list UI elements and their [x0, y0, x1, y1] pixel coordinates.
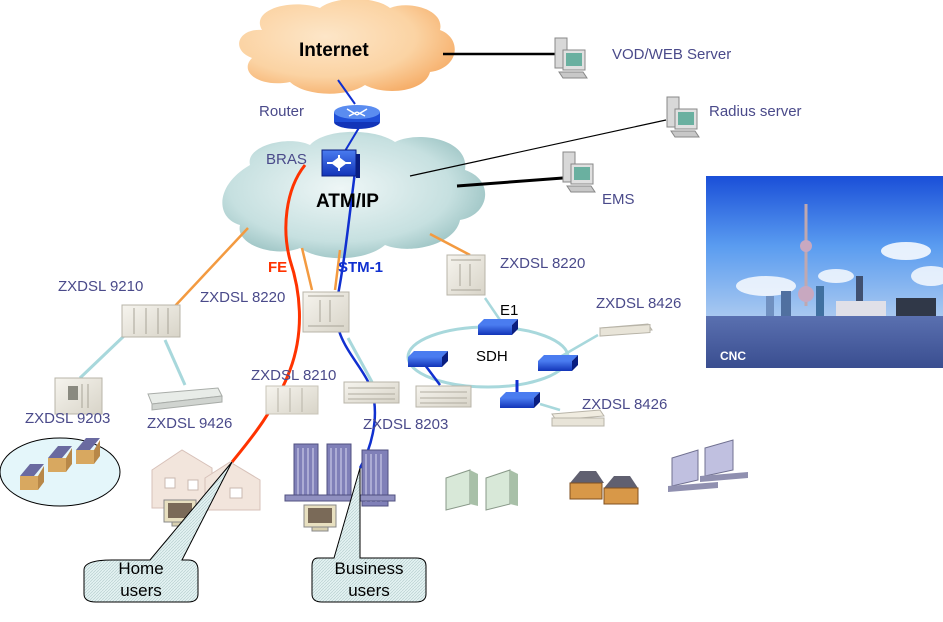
zxdsl-8203-device-icon-a[interactable]	[343, 381, 400, 404]
photo-caption: CNC	[720, 349, 746, 363]
zxdsl-8210-device-icon[interactable]	[265, 385, 319, 415]
zxdsl-8426-top-device-icon[interactable]	[599, 323, 653, 337]
zxdsl-9203-device-icon[interactable]	[54, 377, 103, 415]
ems-server-icon[interactable]	[562, 151, 596, 193]
router-icon[interactable]	[334, 105, 380, 129]
vod-web-server-icon[interactable]	[554, 37, 588, 79]
business-users-line2: users	[348, 581, 390, 600]
residential-cluster-icon	[0, 437, 121, 507]
fe-link	[230, 164, 307, 463]
link-sdh-8203	[424, 364, 441, 386]
business-users-text: Business users	[312, 558, 426, 602]
sdh-label: SDH	[476, 348, 508, 365]
city-skyline-photo: CNC	[706, 176, 943, 368]
link-sdh-8426-top	[559, 333, 599, 359]
atm-ip-cloud	[222, 131, 486, 259]
atm-ip-label: ATM/IP	[316, 191, 379, 212]
zxdsl-8203-label: ZXDSL 8203	[363, 416, 449, 433]
link-core-9210	[174, 227, 249, 307]
high-rise-buildings-icon	[668, 439, 748, 492]
business-users-line1: Business	[334, 559, 404, 578]
home-users-text: Home users	[84, 558, 198, 602]
zxdsl-9210-device-icon[interactable]	[121, 304, 181, 338]
link-9210-9203	[78, 333, 127, 380]
cottages-icon	[569, 471, 639, 505]
link-9210-9426	[163, 339, 187, 386]
zxdsl-8220-right-device-icon[interactable]	[446, 254, 486, 296]
link-core-8220-left-a	[300, 247, 314, 291]
zxdsl-8426-bottom-label: ZXDSL 8426	[582, 396, 668, 413]
home-users-callout	[83, 461, 233, 603]
link-sdh-8426-bottom	[539, 402, 561, 412]
zxdsl-8220-right-label: ZXDSL 8220	[500, 255, 586, 272]
home-users-line1: Home	[118, 559, 164, 578]
home-house-icon	[151, 449, 261, 511]
business-video-monitor-icon	[303, 504, 337, 532]
stm1-link	[334, 171, 377, 469]
vod-web-server-label: VOD/WEB Server	[612, 46, 732, 63]
link-ems	[456, 176, 564, 188]
zxdsl-8210-label: ZXDSL 8210	[251, 367, 337, 384]
radius-server-icon[interactable]	[666, 96, 700, 138]
link-internet-router	[337, 79, 356, 105]
sdh-node-left-icon[interactable]	[408, 351, 448, 367]
bras-switch-icon[interactable]	[321, 149, 360, 178]
home-users-line2: users	[120, 581, 162, 600]
router-label: Router	[259, 103, 305, 120]
bras-label: BRAS	[266, 151, 307, 168]
radius-server-label: Radius server	[709, 103, 802, 120]
zxdsl-9426-device-icon[interactable]	[147, 387, 223, 411]
internet-label: Internet	[299, 40, 369, 61]
sdh-node-top-icon[interactable]	[478, 319, 518, 335]
zxdsl-9426-label: ZXDSL 9426	[147, 415, 233, 432]
zxdsl-8426-bottom-device-icon[interactable]	[551, 409, 605, 427]
office-buildings-icon	[445, 469, 518, 511]
stm1-link-label: STM-1	[338, 259, 383, 276]
ems-label: EMS	[602, 191, 635, 208]
business-users-callout	[311, 467, 427, 603]
zxdsl-9210-label: ZXDSL 9210	[58, 278, 144, 295]
zxdsl-8220-left-label: ZXDSL 8220	[200, 289, 286, 306]
zxdsl-8220-left-device-icon[interactable]	[302, 291, 350, 333]
sdh-node-right-icon[interactable]	[538, 355, 578, 371]
zxdsl-8203-device-icon-b[interactable]	[415, 385, 472, 408]
fe-link-label: FE	[268, 259, 288, 276]
internet-cloud	[239, 0, 455, 94]
link-8220-e1	[483, 297, 502, 321]
business-towers-icon	[284, 443, 396, 507]
zxdsl-9203-label: ZXDSL 9203	[25, 410, 111, 427]
sdh-node-bottom-icon[interactable]	[500, 392, 540, 408]
e1-label: E1	[500, 302, 519, 319]
link-core-8220-left-b	[333, 249, 342, 291]
link-radius-server	[409, 119, 667, 177]
link-8220-8203	[346, 337, 374, 383]
link-core-8220-right	[429, 232, 471, 257]
zxdsl-8426-top-label: ZXDSL 8426	[596, 295, 682, 312]
